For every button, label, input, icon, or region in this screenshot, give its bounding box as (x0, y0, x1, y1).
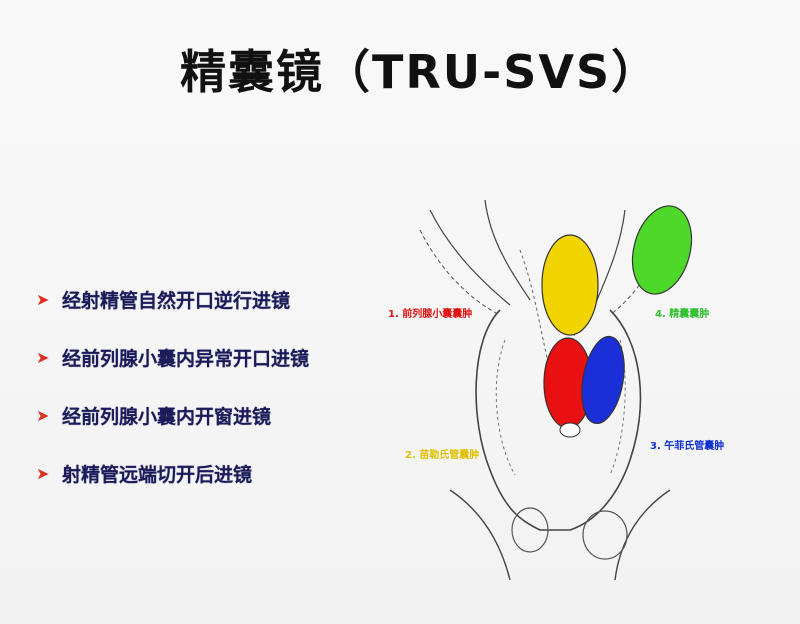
inner-outline (495, 339, 516, 476)
bullet-item: ➤ 经前列腺小囊内开窗进镜 (36, 386, 309, 444)
cyst-yellow (541, 234, 599, 336)
prostate-outline (475, 309, 642, 531)
anatomy-diagram (390, 190, 710, 590)
bullet-text: 经前列腺小囊内异常开口进镜 (62, 347, 310, 370)
cyst-green (631, 205, 693, 295)
anatomy-diagram-svg (419, 199, 693, 581)
duct-line (419, 229, 501, 316)
bullet-item: ➤ 经射精管自然开口逆行进镜 (36, 270, 309, 328)
arrow-right-icon: ➤ (36, 463, 50, 483)
label-mullerian-duct-cyst: 2. 苗勒氏管囊肿 (405, 450, 480, 461)
arrow-right-icon: ➤ (36, 289, 50, 309)
bullet-text: 射精管远端切开后进镜 (62, 463, 253, 486)
lower-outline (614, 489, 671, 581)
duct-line (484, 199, 531, 301)
bullet-item: ➤ 射精管远端切开后进镜 (36, 444, 309, 502)
cyst-blue (581, 335, 625, 425)
lower-structure (582, 510, 628, 560)
bullet-text: 经射精管自然开口逆行进镜 (62, 289, 291, 312)
bullet-item: ➤ 经前列腺小囊内异常开口进镜 (36, 328, 309, 386)
slide-title: 精囊镜（TRU-SVS） (180, 45, 660, 99)
label-seminal-vesicle-cyst: 4. 精囊囊肿 (655, 309, 710, 320)
duct-line (519, 249, 551, 371)
duct-line (594, 209, 626, 306)
bullet-list: ➤ 经射精管自然开口逆行进镜 ➤ 经前列腺小囊内异常开口进镜 ➤ 经前列腺小囊内… (36, 270, 309, 502)
verumontanum (559, 422, 581, 438)
label-wolffian-duct-cyst: 3. 午菲氏管囊肿 (650, 441, 725, 452)
bullet-text: 经前列腺小囊内开窗进镜 (62, 405, 272, 428)
lower-structure (511, 507, 549, 553)
arrow-right-icon: ➤ (36, 347, 50, 367)
lower-outline (449, 489, 511, 581)
duct-line (429, 209, 511, 306)
label-prostatic-utricle-cyst: 1. 前列腺小囊囊肿 (388, 309, 473, 320)
arrow-right-icon: ➤ (36, 405, 50, 425)
